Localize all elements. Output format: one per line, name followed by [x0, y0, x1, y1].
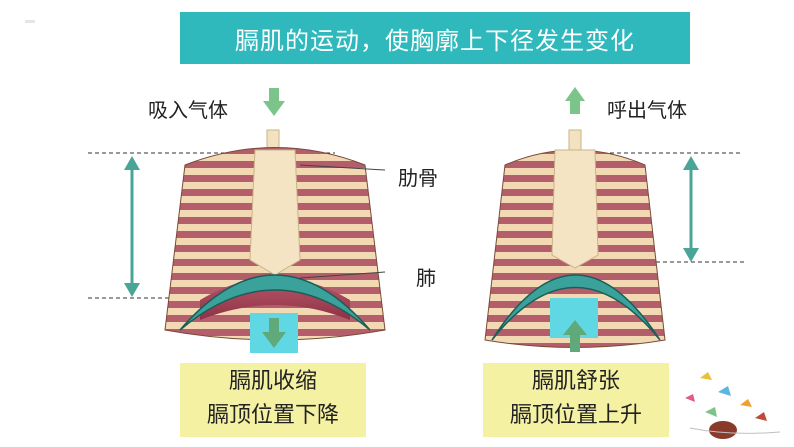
ribcage-right [484, 129, 666, 348]
rib-pointer-line [299, 164, 386, 171]
right-caption-line1: 膈肌舒张 [531, 369, 620, 394]
page-title: 膈肌的运动，使胸廓上下径发生变化 [180, 12, 690, 64]
right-caption: 膈肌舒张 膈顶位置上升 [483, 363, 669, 437]
left-caption: 膈肌收缩 膈顶位置下降 [180, 363, 366, 437]
height-double-arrow-left [124, 156, 140, 297]
left-caption-line1: 膈肌收缩 [228, 369, 317, 394]
lung-label: 肺 [416, 266, 436, 290]
rib-label: 肋骨 [398, 166, 438, 190]
diaphragm-right [491, 274, 661, 341]
exhale-label: 呼出气体 [607, 98, 687, 122]
left-caption-line2: 膈顶位置下降 [206, 403, 339, 428]
lung-pointer-line [299, 271, 386, 279]
cyan-up-box [550, 298, 598, 352]
diaphragm-left [179, 274, 371, 331]
down-arrow-icon [263, 88, 285, 116]
decorative-mark [25, 20, 35, 23]
height-double-arrow-right [683, 156, 699, 262]
right-caption-line2: 膈顶位置上升 [509, 403, 642, 428]
cyan-down-box [250, 313, 298, 353]
up-arrow-icon [565, 87, 585, 114]
inhale-label: 吸入气体 [148, 98, 228, 122]
butterflies-decoration [685, 372, 781, 439]
ribcage-left [164, 129, 386, 341]
